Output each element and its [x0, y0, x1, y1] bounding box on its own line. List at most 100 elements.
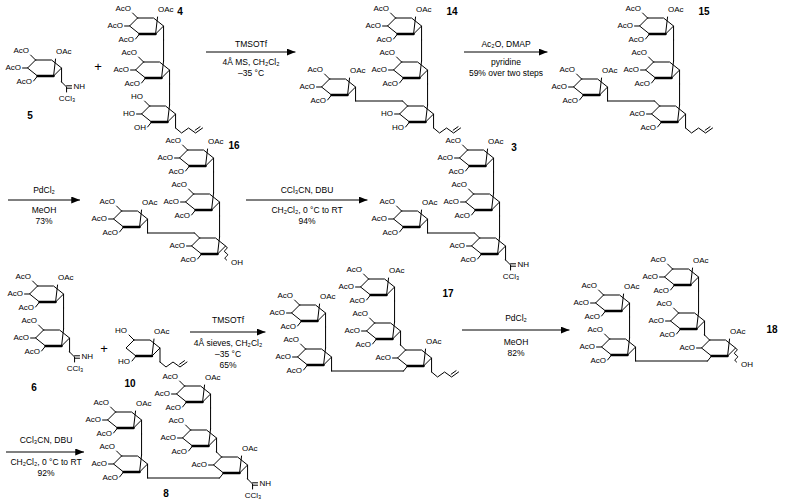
bond-line [178, 438, 183, 439]
bond-line [608, 101, 655, 102]
reaction-arrow [190, 332, 265, 333]
yield-label: 92% [37, 468, 54, 478]
bond-line [142, 78, 146, 83]
bond-line [324, 348, 326, 365]
bond-line [62, 82, 67, 92]
bond-line [183, 145, 188, 150]
reagent-label: CH₂Cl₂, 0 °C to RT [271, 205, 342, 215]
atom-label: OAc [730, 327, 746, 337]
bond-line [168, 105, 170, 122]
atom-label: AcO [102, 473, 118, 483]
bond-line [148, 478, 220, 479]
bond-line [596, 295, 630, 311]
bond-line [434, 128, 461, 133]
bond-line [635, 26, 640, 27]
bond-line [404, 226, 420, 228]
compound-number: 15 [698, 6, 709, 18]
reagent-label: 4Å MS, CH₂Cl₂ [222, 57, 279, 67]
bond-line [187, 246, 192, 247]
reaction-arrow [246, 200, 367, 201]
bond-line [665, 269, 699, 285]
bond-line [364, 274, 369, 279]
bond-line [25, 294, 30, 295]
bond-line [597, 347, 602, 348]
atom-label: AcO [449, 241, 465, 251]
atom-label: AcO [121, 48, 137, 58]
bond-line [23, 68, 28, 69]
bond-line [400, 227, 404, 232]
bond-line [180, 381, 185, 386]
atom-label: OAc [350, 66, 366, 76]
reaction-arrow [464, 52, 547, 53]
bond-line [38, 75, 54, 77]
atom-label: AcO [16, 77, 32, 87]
atom-label: OAc [208, 137, 224, 147]
bond-line [186, 194, 220, 210]
bond-line [373, 339, 377, 344]
bond-line [322, 79, 356, 95]
bond-line [62, 68, 63, 82]
bond-line [466, 166, 470, 171]
bond-line [33, 281, 38, 286]
atom-label: AcO [623, 65, 639, 75]
plus-sign: + [100, 341, 108, 356]
compound-number: 3 [511, 142, 517, 154]
bond-line [212, 193, 214, 210]
bond-line [142, 420, 143, 434]
bond-line [706, 127, 711, 131]
bond-line [190, 165, 206, 167]
bond-line [460, 150, 494, 166]
bond-line [655, 101, 660, 106]
bond-line [220, 473, 224, 478]
bond-line [114, 211, 148, 227]
bond-line [362, 331, 367, 332]
bond-line [164, 40, 165, 61]
atom-label: AcO [371, 65, 387, 75]
atom-label: AcO [648, 316, 664, 326]
bond-line [591, 303, 596, 304]
bond-line [118, 427, 134, 429]
atom-label: AcO [448, 167, 464, 177]
bond-line [308, 364, 324, 366]
bond-line [580, 95, 584, 100]
bond-line [574, 79, 608, 95]
bond-line [454, 127, 459, 131]
bond-line [189, 189, 194, 194]
compound-structure: 16AcOOAcAcOAcOAcOAcOAcOAcOOAcAcOAcOAcOAc… [89, 134, 245, 270]
compound-structure: 6AcOOAcAcOAcOAcOAcOAcONHCCl₃ [5, 270, 95, 396]
bond-line [397, 57, 402, 62]
bond-line [332, 371, 404, 372]
bond-line [187, 401, 203, 403]
bond-line [705, 335, 710, 340]
bond-line [203, 385, 205, 402]
bond-line [31, 338, 36, 339]
bond-line [253, 485, 258, 486]
atom-label: AcO [451, 180, 467, 190]
atom-label: AcO [559, 65, 575, 75]
atom-label: AcO [659, 330, 675, 340]
reaction-arrow [206, 52, 295, 53]
atom-label: AcO [375, 353, 391, 363]
bond-line [318, 304, 320, 321]
bond-line [452, 371, 457, 375]
bond-line [56, 285, 58, 302]
bond-line [389, 219, 394, 220]
bond-line [326, 327, 327, 348]
bond-line [176, 128, 203, 133]
bond-line [192, 238, 226, 254]
bond-line [198, 254, 202, 259]
atom-label: AcO [168, 416, 184, 426]
atom-label: AcO [160, 433, 176, 443]
bond-line [193, 445, 209, 447]
atom-label: CCl₃ [59, 94, 76, 104]
bond-line [410, 121, 426, 123]
bond-line [211, 394, 212, 408]
bond-line [414, 17, 416, 34]
bond-line [120, 472, 124, 477]
bond-line [30, 286, 64, 302]
atom-label: AcO [653, 286, 669, 296]
bond-line [54, 59, 56, 76]
atom-label: AcO [96, 429, 112, 439]
bond-line [218, 237, 220, 254]
bond-line [428, 70, 429, 84]
